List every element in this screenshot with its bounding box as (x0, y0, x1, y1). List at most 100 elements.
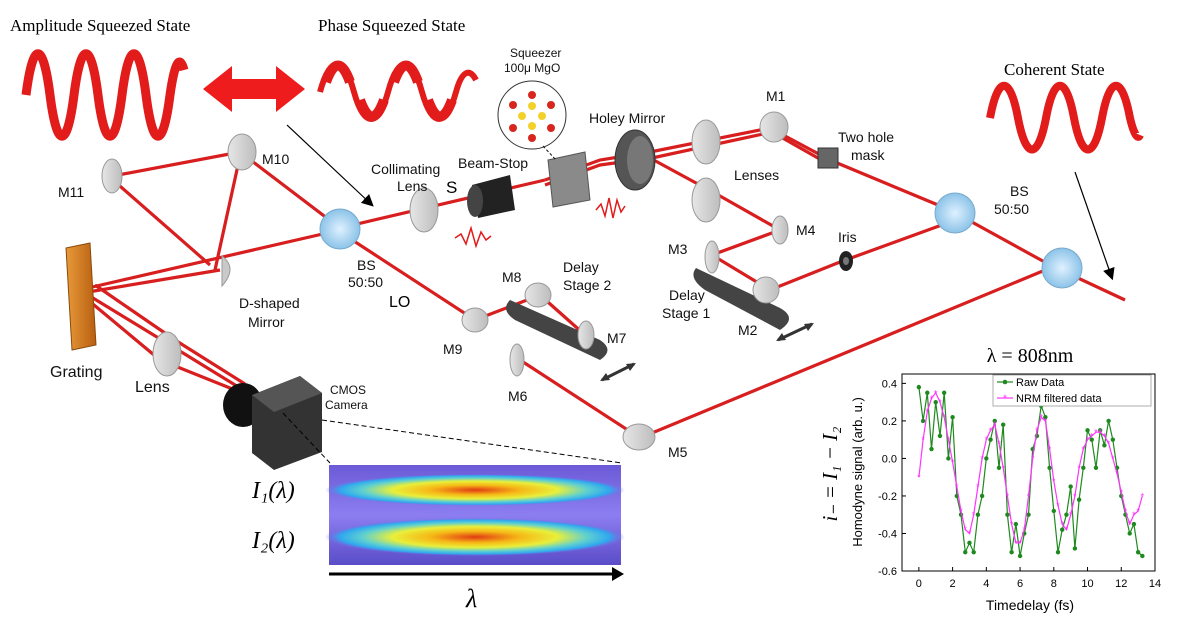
i2-label: I₂(λ) (251, 528, 295, 554)
beam-splitter-output (1041, 247, 1083, 289)
y-tick-label: -0.4 (878, 528, 897, 540)
delay1-label-1: Delay (669, 287, 705, 303)
legend-label-raw: Raw Data (1016, 377, 1065, 389)
m8-label: M8 (502, 269, 522, 285)
data-point (1047, 465, 1052, 471)
data-point (967, 540, 972, 546)
data-point: * (993, 420, 997, 430)
data-point: * (1124, 506, 1128, 516)
lens-camera (152, 331, 182, 377)
phase-squeezed-heading: Phase Squeezed State (318, 16, 465, 35)
wavelength-arrow-head (612, 567, 624, 581)
phase-pointer-arrow (286, 124, 374, 207)
data-point: * (1132, 510, 1136, 520)
cmos-label-2: Camera (325, 398, 368, 412)
holey-mirror-label: Holey Mirror (589, 110, 666, 126)
data-point: * (1094, 428, 1098, 438)
data-point: * (1103, 431, 1107, 441)
x-tick-label: 8 (1051, 578, 1057, 590)
data-point (979, 493, 985, 499)
data-point: * (972, 510, 976, 520)
m4-label: M4 (796, 222, 816, 238)
pulse-s-icon (454, 225, 492, 249)
collimating-label-2: Lens (397, 178, 427, 194)
spectrum-image (325, 465, 625, 565)
data-point: * (997, 439, 1001, 449)
delay2-label-1: Delay (563, 259, 599, 275)
squeezer-crystal (547, 151, 591, 208)
data-point: * (980, 454, 984, 464)
mirror-m1 (759, 111, 789, 143)
data-point: * (1006, 491, 1010, 501)
double-headed-arrow-icon (203, 66, 305, 112)
data-point (916, 384, 922, 390)
data-point (975, 512, 981, 517)
m1-label: M1 (766, 88, 786, 104)
grating-label: Grating (50, 364, 102, 381)
iris (839, 251, 853, 271)
data-point: * (1018, 538, 1022, 548)
mirror-m11 (101, 158, 123, 194)
m11-label: M11 (58, 184, 84, 200)
data-point (1089, 437, 1094, 442)
m2-label: M2 (738, 322, 758, 338)
m3-label: M3 (668, 241, 688, 257)
bs-left-label-2: 50:50 (348, 274, 383, 290)
legend-marker-nrm: * (1003, 394, 1007, 405)
data-point: * (1031, 454, 1035, 464)
m10-label: M10 (262, 151, 289, 167)
beam-splitter-left (319, 208, 361, 250)
data-point: * (989, 426, 993, 436)
mirror-m10 (227, 133, 257, 171)
data-point: * (1128, 520, 1132, 530)
y-tick-label: -0.6 (878, 566, 897, 578)
data-point: * (947, 435, 951, 445)
data-point (1043, 414, 1048, 420)
projection-line-left (282, 412, 331, 464)
squeezer-label-1: Squeezer (510, 46, 561, 60)
y-axis: -0.6-0.4-0.20.00.20.4 (878, 378, 906, 578)
data-point (929, 446, 934, 452)
series-line (918, 391, 1143, 544)
x-tick-label: 0 (916, 578, 922, 590)
data-point (1140, 553, 1145, 559)
data-point: * (1120, 488, 1124, 498)
lens-upper (691, 119, 721, 165)
beam-stop (467, 175, 515, 218)
d-mirror-label-2: Mirror (248, 314, 285, 330)
data-point: * (942, 413, 946, 423)
data-point (1060, 527, 1065, 532)
data-point: * (1082, 445, 1086, 455)
y-tick-label: 0.0 (882, 453, 897, 465)
collimating-label-1: Collimating (371, 161, 440, 177)
data-point: * (1090, 431, 1094, 441)
data-point (1127, 531, 1132, 536)
two-hole-mask (817, 147, 839, 169)
two-hole-label-2: mask (851, 147, 885, 163)
data-point (1085, 428, 1090, 433)
data-point: * (1010, 520, 1014, 530)
lambda-label: λ (465, 584, 477, 613)
series-nrm-filtered: ****************************************… (917, 388, 1144, 548)
data-point (933, 399, 938, 405)
data-point: * (951, 458, 955, 468)
data-point: * (1023, 525, 1027, 535)
data-point: * (1077, 463, 1081, 473)
plot-frame (901, 373, 1156, 572)
iris-label: Iris (838, 229, 857, 245)
data-point: * (1069, 510, 1073, 520)
m9-label: M9 (443, 341, 463, 357)
data-point: * (1035, 426, 1039, 436)
i1-label: I₁(λ) (251, 478, 295, 504)
data-point (988, 437, 993, 442)
data-point: * (1014, 538, 1018, 548)
data-point (1097, 428, 1103, 433)
lens-label: Lens (135, 379, 170, 396)
data-point: * (917, 473, 921, 483)
x-tick-label: 10 (1081, 578, 1093, 590)
lens-lower (691, 177, 721, 223)
m6-label: M6 (508, 388, 528, 404)
data-point (1026, 512, 1031, 517)
delay1-label-2: Stage 1 (662, 305, 710, 321)
